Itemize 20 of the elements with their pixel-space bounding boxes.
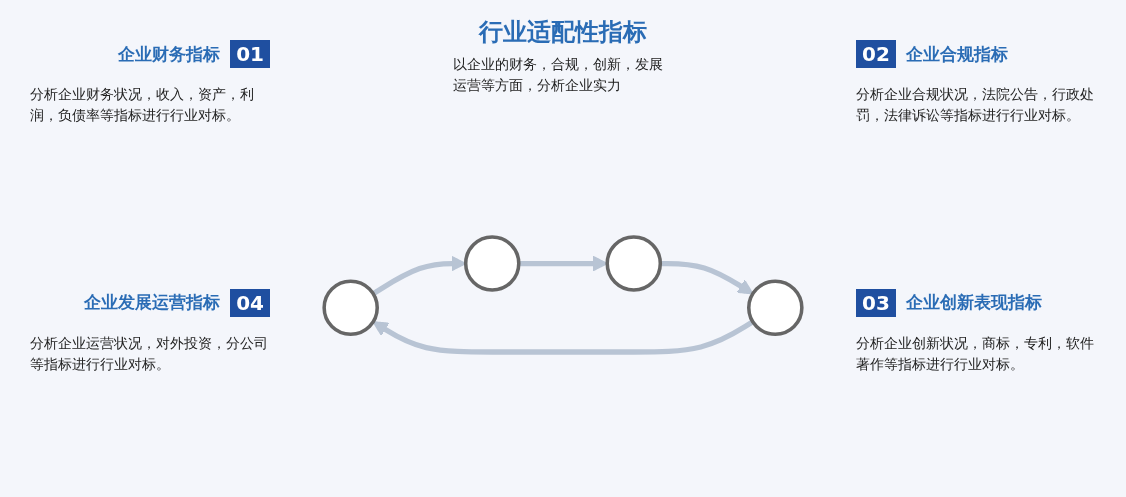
number-badge: 04 bbox=[230, 288, 270, 317]
description-text: 以企业的财务，合规，创新，发展运营等方面，分析企业实力 bbox=[453, 55, 664, 95]
arrow bbox=[660, 260, 754, 295]
title: 行业适配性指标 bbox=[479, 17, 647, 48]
heading: 企业财务指标 bbox=[118, 42, 221, 66]
description: 分析企业合规状况，法院公告，行政处罚，法律诉讼等指标进行行业对标。 bbox=[856, 85, 1095, 125]
heading: 企业发展运营指标 bbox=[84, 291, 221, 314]
heading: 企业创新表现指标 bbox=[905, 291, 1042, 314]
arrow bbox=[372, 319, 755, 355]
description: 分析企业创新状况，商标，专利，软件著作等指标进行行业对标。 bbox=[856, 333, 1095, 374]
heading: 企业合规指标 bbox=[905, 42, 1008, 66]
node-circle bbox=[605, 235, 663, 292]
description: 分析企业运营状况，对外投资，分公司等指标进行行业对标。 bbox=[30, 333, 269, 374]
node-circle bbox=[747, 279, 804, 337]
number-badge: 03 bbox=[856, 288, 896, 317]
number-badge: 02 bbox=[856, 40, 896, 68]
description: 分析企业财务状况，收入，资产，利润，负债率等指标进行行业对标。 bbox=[30, 85, 255, 125]
node-circle bbox=[322, 279, 379, 337]
node-circle bbox=[463, 235, 521, 292]
number-badge: 01 bbox=[230, 40, 270, 68]
